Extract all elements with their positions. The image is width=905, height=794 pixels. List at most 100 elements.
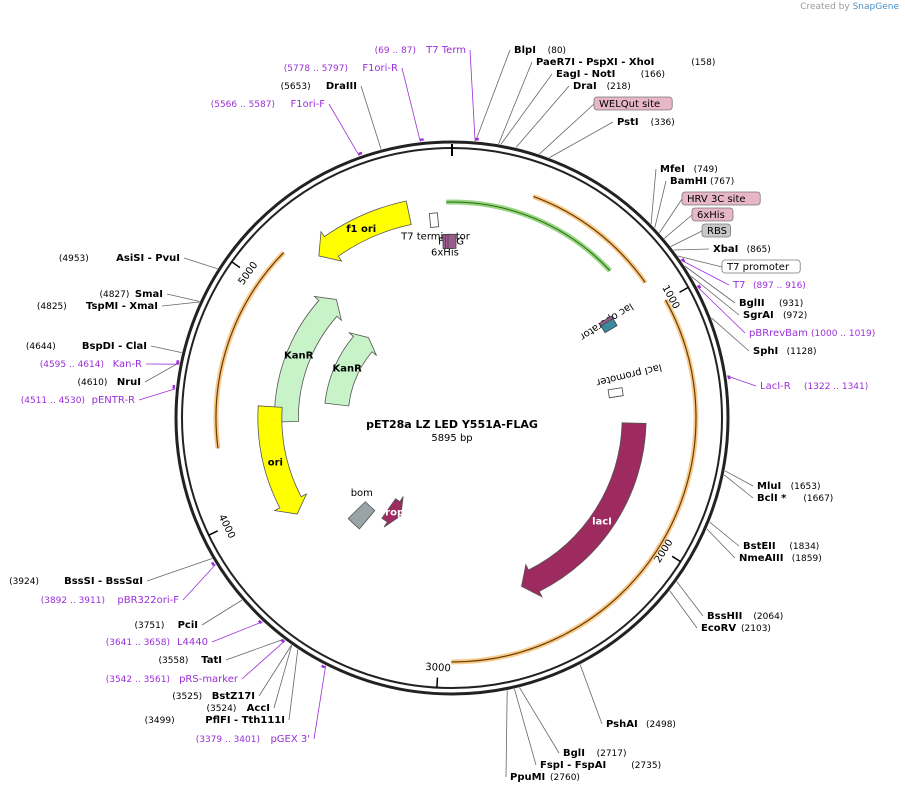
tick-mark bbox=[671, 555, 682, 563]
primer-leader-line bbox=[726, 375, 757, 387]
enzyme-name: NruI bbox=[117, 377, 141, 388]
primer-leader-line bbox=[211, 621, 263, 643]
primer-position: (3379 .. 3401) bbox=[196, 735, 260, 745]
feature-shape bbox=[318, 200, 412, 262]
enzyme-leader-line bbox=[146, 558, 213, 582]
enzyme-name: BssHII bbox=[707, 611, 742, 622]
enzyme-label: BclI *(1667) bbox=[757, 493, 833, 504]
enzyme-position: (4825) bbox=[37, 302, 67, 312]
primer-name: pGEX 3' bbox=[270, 734, 310, 745]
enzyme-leader-line bbox=[669, 590, 698, 629]
enzyme-name: PflFI - Tth111I bbox=[205, 715, 285, 726]
primer-name: pBR322ori-F bbox=[117, 595, 179, 606]
orange-feature-line bbox=[533, 195, 646, 283]
primer-position: (4511 .. 4530) bbox=[21, 396, 85, 406]
primer-leader-line bbox=[182, 564, 216, 601]
site-box bbox=[701, 223, 732, 238]
enzyme-leader-line bbox=[711, 317, 750, 352]
enzyme-label: PaeR7I - PspXI - XhoI(158) bbox=[536, 57, 715, 68]
primer-label: F1ori-R(5778 .. 5797) bbox=[284, 63, 398, 74]
site-leader-line bbox=[539, 103, 595, 155]
enzyme-position: (1653) bbox=[791, 482, 821, 492]
enzyme-position: (158) bbox=[691, 58, 715, 68]
enzyme-position: (3524) bbox=[206, 704, 236, 714]
enzyme-label: MfeI(749) bbox=[660, 164, 718, 175]
primer-label: pENTR-R (4511 .. 4530) bbox=[21, 395, 135, 406]
enzyme-leader-line bbox=[515, 85, 570, 148]
feature-label: ori bbox=[268, 457, 283, 468]
enzyme-name: BglII bbox=[739, 298, 765, 309]
enzyme-label: BlpI(80) bbox=[514, 45, 566, 56]
feature-glyph bbox=[607, 387, 624, 399]
enzyme-leader-line bbox=[673, 248, 710, 251]
enzyme-position: (2064) bbox=[753, 612, 783, 622]
enzyme-name: BstEII bbox=[743, 541, 776, 552]
tick-mark bbox=[231, 261, 241, 269]
enzyme-leader-line bbox=[475, 49, 511, 142]
feature-rop bbox=[381, 496, 404, 528]
enzyme-name: BglI bbox=[563, 748, 585, 759]
feature-label: rop bbox=[385, 507, 404, 518]
feature-kanr bbox=[274, 295, 343, 423]
enzyme-name: PstI bbox=[617, 117, 639, 128]
primer-name: pENTR-R bbox=[92, 395, 135, 406]
enzyme-leader-line bbox=[258, 644, 292, 697]
enzyme-label: XbaI(865) bbox=[713, 244, 771, 255]
site-box-label: WELQut site bbox=[599, 99, 660, 110]
enzyme-leader-line bbox=[360, 85, 382, 150]
enzyme-label: PstI(336) bbox=[617, 117, 675, 128]
green-feature-arc bbox=[446, 199, 612, 273]
enzyme-label: PciI(3751) bbox=[134, 620, 198, 631]
feature-shape bbox=[257, 405, 308, 515]
feature-label: T7 terminator bbox=[400, 232, 471, 243]
plasmid-length: 5895 bp bbox=[431, 433, 472, 444]
enzyme-name: AccI bbox=[247, 703, 270, 714]
primer-position: (3542 .. 3561) bbox=[106, 675, 170, 685]
enzyme-name: BspDI - ClaI bbox=[82, 341, 147, 352]
tick-label: 4000 bbox=[216, 513, 237, 541]
feature-shape bbox=[324, 332, 377, 407]
enzyme-name: AsiSI - PvuI bbox=[116, 253, 180, 264]
enzyme-name: BamHI bbox=[670, 176, 707, 187]
enzyme-leader-line bbox=[161, 301, 200, 307]
enzyme-leader-line bbox=[724, 470, 754, 487]
feature-glyph bbox=[600, 318, 618, 334]
primer-leader-line bbox=[401, 67, 421, 142]
backbone-outer-ring bbox=[174, 140, 730, 696]
branding-prefix: Created by bbox=[800, 2, 850, 12]
snapgene-logo: SnapGene bbox=[852, 2, 899, 12]
enzyme-position: (5653) bbox=[281, 82, 311, 92]
feature-shape bbox=[274, 295, 343, 423]
enzyme-leader-line bbox=[549, 121, 614, 158]
primer-name: F1ori-F bbox=[291, 99, 326, 110]
primer-leader-line bbox=[680, 259, 730, 286]
feature-bom bbox=[347, 501, 376, 530]
feature-glyph bbox=[428, 212, 440, 228]
enzyme-label: PpuMI(2760) bbox=[510, 772, 580, 783]
primer-name: pRS-marker bbox=[179, 674, 239, 685]
primer-label: T7(897 .. 916) bbox=[732, 280, 806, 291]
enzyme-label: BssHII (2064) bbox=[707, 611, 783, 622]
feature-label: lacI bbox=[592, 516, 612, 527]
enzyme-position: (3525) bbox=[172, 692, 202, 702]
primer-leader-line bbox=[469, 49, 476, 141]
enzyme-leader-line bbox=[500, 73, 553, 145]
feature-shape bbox=[347, 501, 376, 530]
enzyme-label: BamHI(767) bbox=[670, 176, 734, 187]
snapgene-branding: Created by SnapGene bbox=[800, 2, 899, 12]
enzyme-name: TspMI - XmaI bbox=[86, 301, 158, 312]
enzyme-leader-line bbox=[150, 345, 182, 354]
enzyme-leader-line bbox=[144, 362, 180, 383]
enzyme-label: EagI - NotI(166) bbox=[556, 69, 665, 80]
site-box bbox=[593, 96, 673, 111]
primer-leader-line bbox=[138, 388, 176, 401]
primer-leader-line bbox=[328, 103, 360, 157]
enzyme-position: (3751) bbox=[134, 621, 164, 631]
enzyme-position: (1667) bbox=[803, 494, 833, 504]
primer-leader-line bbox=[241, 640, 286, 680]
enzyme-position: (972) bbox=[783, 311, 807, 321]
enzyme-label: EcoRV(2103) bbox=[701, 623, 771, 634]
primer-position: (4595 .. 4614) bbox=[40, 360, 104, 370]
primer-position: (3892 .. 3911) bbox=[41, 596, 105, 606]
